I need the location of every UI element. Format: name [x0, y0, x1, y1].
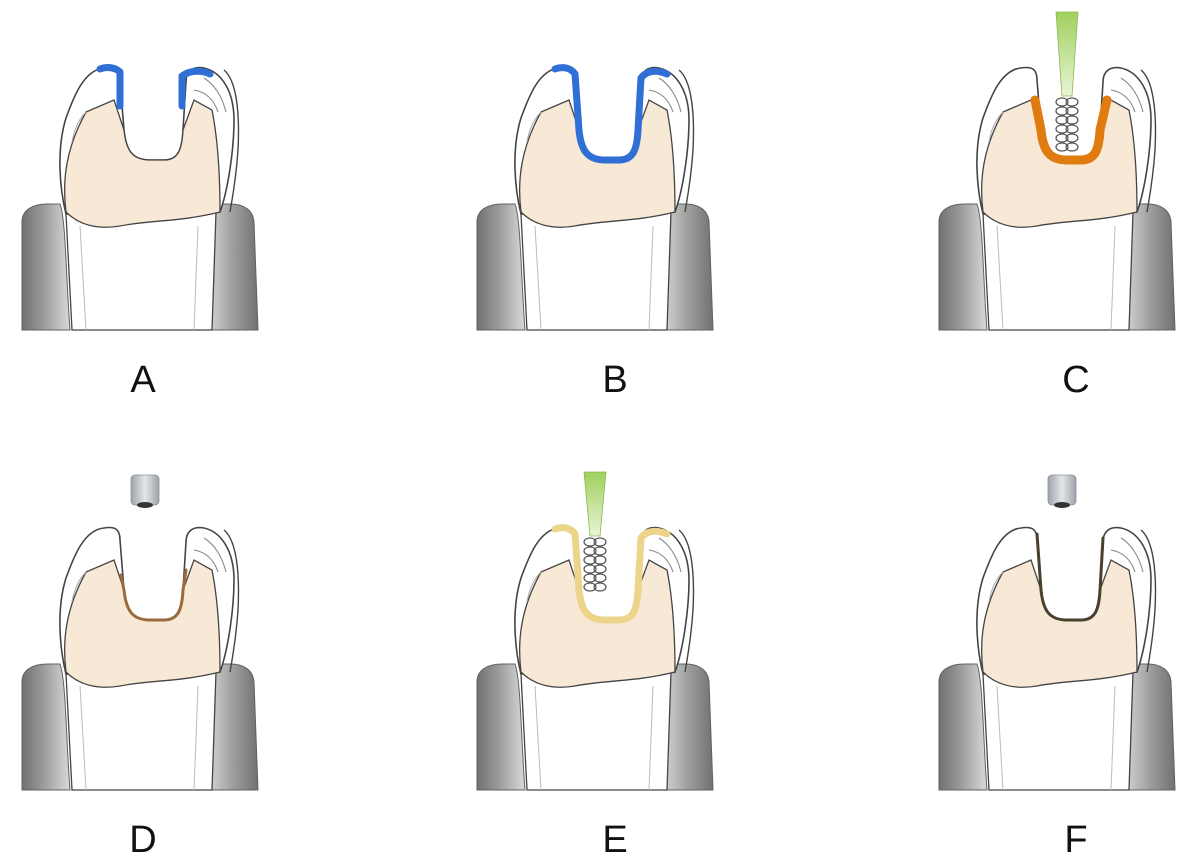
brush-bristle	[583, 582, 597, 592]
dentin	[519, 99, 676, 228]
brush-bristle	[593, 537, 607, 547]
brush-bristle	[583, 537, 597, 547]
curing-light-lens	[137, 502, 153, 508]
cusp-line-left	[71, 111, 87, 143]
cavity-coating-1	[119, 568, 188, 622]
brush-bristle	[1055, 97, 1069, 107]
panel-label-c: C	[1062, 359, 1089, 401]
cusp-line-left	[988, 571, 1004, 603]
dentin	[64, 559, 221, 688]
root-canal-lines	[996, 225, 1116, 331]
adjacent-crown-edge	[223, 529, 240, 673]
microbrush-icon	[1055, 11, 1079, 152]
dentin	[64, 99, 221, 228]
brush-bristle	[583, 564, 597, 574]
tooth-root	[982, 211, 1134, 331]
gingiva-left	[938, 203, 988, 331]
curing-light-tip	[1047, 474, 1077, 506]
tooth-root	[520, 671, 672, 791]
tooth-root	[65, 671, 217, 791]
curing-light-lens	[1054, 502, 1070, 508]
tooth-root	[65, 211, 217, 331]
panel-d	[21, 474, 259, 791]
gingiva-left	[21, 203, 71, 331]
tooth-root	[520, 211, 672, 331]
panel-label-a: A	[130, 359, 156, 401]
root-canal-lines	[534, 685, 654, 791]
cusp-line-left	[988, 111, 1004, 143]
brush-bristle	[1065, 142, 1079, 152]
gingiva-left	[938, 663, 988, 791]
panel-label-d: D	[129, 819, 156, 861]
panel-f	[938, 474, 1176, 791]
dentin	[519, 559, 676, 688]
brush-bristle	[593, 573, 607, 583]
cusp-line-right	[648, 537, 682, 573]
dentin	[981, 559, 1138, 688]
cusp-line-right	[193, 77, 227, 113]
brush-handle	[1055, 11, 1079, 97]
panel-label-f: F	[1064, 819, 1087, 861]
brush-bristle	[1065, 97, 1079, 107]
panel-label-b: B	[602, 359, 627, 401]
cusp-line-left	[71, 571, 87, 603]
cusp-line-right	[1110, 537, 1144, 573]
brush-bristle	[1065, 106, 1079, 116]
panel-b	[476, 64, 714, 331]
adjacent-crown-edge	[678, 69, 695, 213]
tooth-root	[982, 671, 1134, 791]
brush-bristle	[1055, 115, 1069, 125]
brush-bristle	[593, 582, 607, 592]
gingiva-left	[21, 663, 71, 791]
brush-bristle	[1055, 133, 1069, 143]
brush-bristle	[1065, 115, 1079, 125]
root-canal-lines	[534, 225, 654, 331]
cusp-line-right	[193, 537, 227, 573]
curing-light-icon	[1047, 474, 1077, 508]
curing-light-icon	[130, 474, 160, 508]
brush-bristle	[1065, 124, 1079, 134]
brush-bristle	[583, 573, 597, 583]
brush-bristle	[1055, 124, 1069, 134]
adjacent-crown-edge	[223, 69, 240, 213]
brush-bristle	[1065, 133, 1079, 143]
root-canal-lines	[79, 685, 199, 791]
brush-bristle	[593, 555, 607, 565]
cusp-line-left	[526, 571, 542, 603]
cavity-coating-1	[96, 64, 124, 110]
cusp-line-right	[648, 77, 682, 113]
microbrush-icon	[583, 471, 607, 592]
cusp-line-right	[1110, 77, 1144, 113]
cavity-coating-2	[178, 67, 214, 110]
panel-a	[21, 64, 259, 331]
brush-bristle	[593, 564, 607, 574]
panel-e	[476, 471, 714, 791]
gingiva-left	[476, 663, 526, 791]
cavity-coating-1	[551, 524, 671, 624]
curing-light-tip	[130, 474, 160, 506]
brush-bristle	[583, 546, 597, 556]
gingiva-left	[476, 203, 526, 331]
panel-label-e: E	[602, 819, 627, 861]
adjacent-crown-edge	[678, 529, 695, 673]
cavity-coating-1	[1035, 532, 1105, 622]
adjacent-crown-edge	[1140, 69, 1157, 213]
cavity-coating-1	[1030, 95, 1112, 165]
brush-handle	[583, 471, 607, 537]
root-canal-lines	[996, 685, 1116, 791]
cusp-line-left	[526, 111, 542, 143]
panel-c	[938, 11, 1176, 331]
root-canal-lines	[79, 225, 199, 331]
brush-bristle	[1055, 106, 1069, 116]
adjacent-crown-edge	[1140, 529, 1157, 673]
brush-bristle	[583, 555, 597, 565]
brush-bristle	[593, 546, 607, 556]
cavity-coating-1	[551, 64, 671, 164]
brush-bristle	[1055, 142, 1069, 152]
